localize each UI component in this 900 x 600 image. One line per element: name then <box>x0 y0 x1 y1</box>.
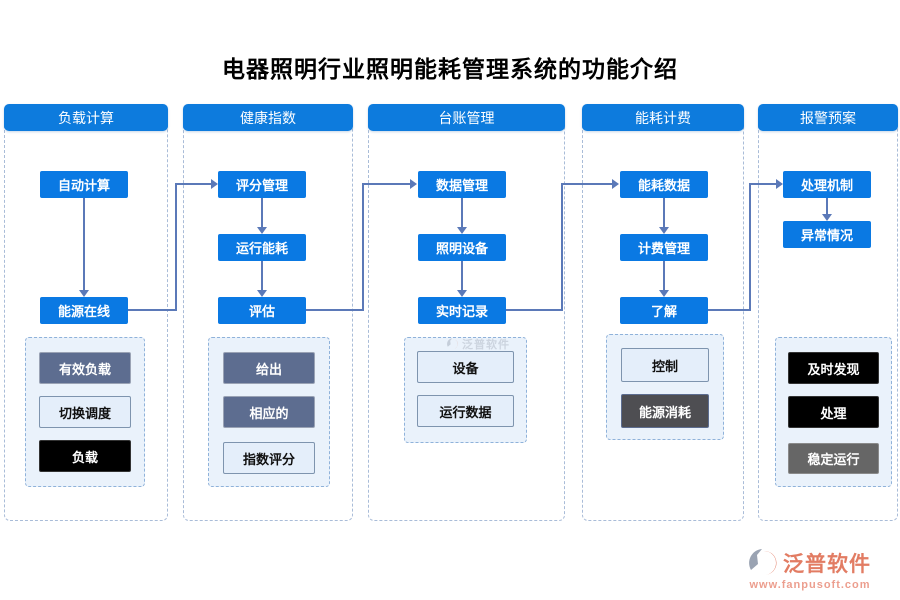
tag-panel: 及时发现 处理 稳定运行 <box>775 337 892 487</box>
flow-node: 能源在线 <box>40 297 128 324</box>
connector-line <box>175 183 211 185</box>
connector-line <box>128 309 177 311</box>
connector-line <box>362 183 364 311</box>
down-connector-line <box>663 261 665 290</box>
tag-box: 相应的 <box>223 396 315 428</box>
down-connector-line <box>261 261 263 290</box>
connector-line <box>708 309 751 311</box>
brand-name: 泛普软件 <box>783 552 871 576</box>
flow-node: 数据管理 <box>418 171 506 198</box>
connector-line <box>561 183 612 185</box>
tag-box: 控制 <box>621 348 709 382</box>
flow-node: 异常情况 <box>783 221 871 248</box>
tag-box: 指数评分 <box>223 442 315 474</box>
flow-node: 实时记录 <box>418 297 506 324</box>
arrow-down-icon <box>457 227 467 234</box>
column-ledger-management: 台账管理 数据管理 照明设备 实时记录 设备 运行数据 <box>368 104 565 521</box>
connector-line <box>306 309 364 311</box>
flow-node: 了解 <box>620 297 708 324</box>
column-header: 负载计算 <box>4 104 168 131</box>
arrow-right-icon <box>410 179 417 189</box>
column-health-index: 健康指数 评分管理 运行能耗 评估 给出 相应的 指数评分 <box>183 104 353 521</box>
arrow-down-icon <box>257 290 267 297</box>
tag-panel: 给出 相应的 指数评分 <box>208 337 330 487</box>
down-connector-line <box>261 198 263 227</box>
flow-node: 评估 <box>218 297 306 324</box>
column-load-calculation: 负载计算 自动计算 能源在线 有效负载 切换调度 负载 <box>4 104 168 521</box>
connector-line <box>561 183 563 311</box>
footer-brand-block: 泛普软件 www.fanpusoft.com <box>730 548 890 591</box>
fanpu-logo-icon <box>749 549 777 575</box>
watermark: 泛普软件 <box>447 336 510 352</box>
connector-line <box>362 183 410 185</box>
flow-node: 评分管理 <box>218 171 306 198</box>
down-connector-line <box>461 261 463 290</box>
arrow-down-icon <box>659 227 669 234</box>
down-connector-line <box>826 198 828 214</box>
arrow-down-icon <box>257 227 267 234</box>
arrow-right-icon <box>211 179 218 189</box>
tag-box: 给出 <box>223 352 315 384</box>
connector-line <box>506 309 563 311</box>
flow-node: 计费管理 <box>620 234 708 261</box>
connector-line <box>749 183 751 311</box>
tag-box: 能源消耗 <box>621 394 709 428</box>
column-energy-billing: 能耗计费 能耗数据 计费管理 了解 控制 能源消耗 <box>582 104 744 521</box>
tag-panel: 控制 能源消耗 <box>606 334 724 440</box>
column-header: 能耗计费 <box>582 104 744 131</box>
connector-line <box>175 183 177 311</box>
tag-panel: 设备 运行数据 <box>404 337 527 443</box>
connector-line <box>749 183 776 185</box>
arrow-down-icon <box>79 290 89 297</box>
column-header: 台账管理 <box>368 104 565 131</box>
tag-box: 及时发现 <box>788 352 879 384</box>
tag-box: 运行数据 <box>417 395 514 427</box>
flow-node: 运行能耗 <box>218 234 306 261</box>
tag-box: 有效负载 <box>39 352 131 384</box>
tag-box: 负载 <box>39 440 131 472</box>
tag-box: 设备 <box>417 351 514 383</box>
arrow-down-icon <box>822 214 832 221</box>
column-header: 报警预案 <box>758 104 898 131</box>
arrow-right-icon <box>612 179 619 189</box>
watermark-brand: 泛普软件 <box>462 339 510 351</box>
arrow-down-icon <box>457 290 467 297</box>
page-title: 电器照明行业照明能耗管理系统的功能介绍 <box>222 57 678 82</box>
column-alarm-plan: 报警预案 处理机制 异常情况 及时发现 处理 稳定运行 <box>758 104 898 521</box>
fanpu-logo-icon <box>447 338 459 349</box>
tag-box: 处理 <box>788 396 879 428</box>
arrow-right-icon <box>776 179 783 189</box>
flow-node: 能耗数据 <box>620 171 708 198</box>
tag-box: 稳定运行 <box>788 443 879 474</box>
tag-box: 切换调度 <box>39 396 131 428</box>
flow-node: 自动计算 <box>40 171 128 198</box>
arrow-down-icon <box>659 290 669 297</box>
flow-node: 处理机制 <box>783 171 871 198</box>
down-connector-line <box>83 198 85 290</box>
column-header: 健康指数 <box>183 104 353 131</box>
down-connector-line <box>461 198 463 227</box>
flow-node: 照明设备 <box>418 234 506 261</box>
brand-url: www.fanpusoft.com <box>749 579 871 591</box>
tag-panel: 有效负载 切换调度 负载 <box>25 337 145 487</box>
down-connector-line <box>663 198 665 227</box>
